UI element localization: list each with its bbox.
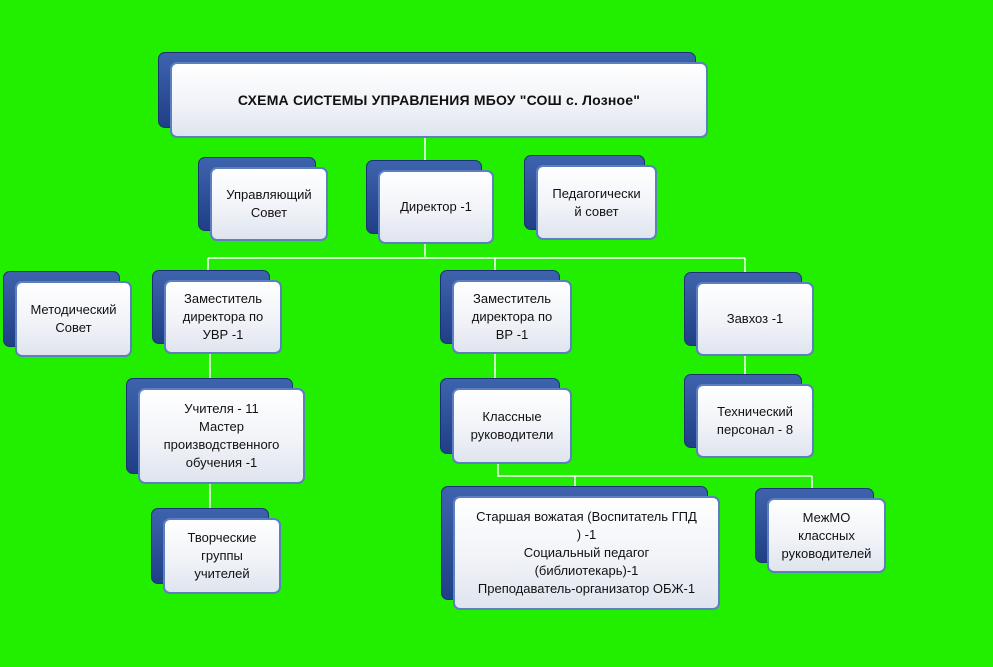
supply-manager-label: Завхоз -1 bbox=[696, 282, 814, 356]
diagram-title: СХЕМА СИСТЕМЫ УПРАВЛЕНИЯ МБОУ "СОШ с. Ло… bbox=[170, 62, 708, 138]
director-label: Директор -1 bbox=[378, 170, 494, 244]
director-node: Директор -1 bbox=[366, 160, 494, 244]
deputy-vr-label: Заместитель директора по ВР -1 bbox=[452, 280, 572, 354]
title-node: СХЕМА СИСТЕМЫ УПРАВЛЕНИЯ МБОУ "СОШ с. Ло… bbox=[158, 52, 708, 138]
pedagogical-council-node: Педагогически й совет bbox=[524, 155, 657, 240]
governing-council-node: Управляющий Совет bbox=[198, 157, 328, 241]
creative-groups-label: Творческие группы учителей bbox=[163, 518, 281, 594]
teachers-node: Учителя - 11 Мастер производственного об… bbox=[126, 378, 305, 484]
governing-council-label: Управляющий Совет bbox=[210, 167, 328, 241]
inter-school-mo-label: МежМО классных руководителей bbox=[767, 498, 886, 573]
supply-manager-node: Завхоз -1 bbox=[684, 272, 814, 356]
inter-school-mo-node: МежМО классных руководителей bbox=[755, 488, 886, 573]
counselors-node: Старшая вожатая (Воспитатель ГПД ) -1 Со… bbox=[441, 486, 720, 610]
creative-groups-node: Творческие группы учителей bbox=[151, 508, 281, 594]
class-teachers-node: Классные руководители bbox=[440, 378, 572, 464]
technical-staff-label: Технический персонал - 8 bbox=[696, 384, 814, 458]
pedagogical-council-label: Педагогически й совет bbox=[536, 165, 657, 240]
connector-class-bus bbox=[497, 464, 812, 477]
teachers-label: Учителя - 11 Мастер производственного об… bbox=[138, 388, 305, 484]
methodical-council-label: Методический Совет bbox=[15, 281, 132, 357]
methodical-council-node: Методический Совет bbox=[3, 271, 132, 357]
counselors-label: Старшая вожатая (Воспитатель ГПД ) -1 Со… bbox=[453, 496, 720, 610]
technical-staff-node: Технический персонал - 8 bbox=[684, 374, 814, 458]
class-teachers-label: Классные руководители bbox=[452, 388, 572, 464]
deputy-uvr-node: Заместитель директора по УВР -1 bbox=[152, 270, 282, 354]
deputy-uvr-label: Заместитель директора по УВР -1 bbox=[164, 280, 282, 354]
deputy-vr-node: Заместитель директора по ВР -1 bbox=[440, 270, 572, 354]
